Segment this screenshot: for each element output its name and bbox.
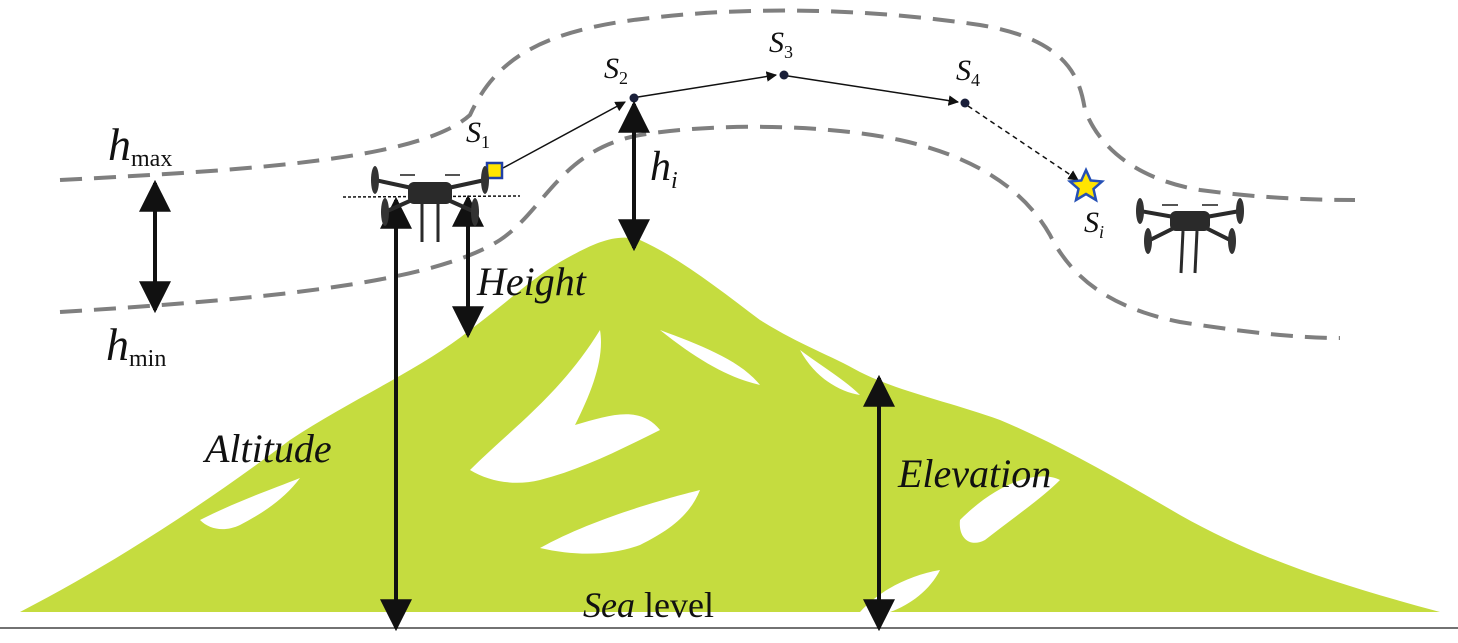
waypoint-s4-dot <box>960 98 970 108</box>
mountain-snow-1 <box>470 330 660 483</box>
path-s3-s4 <box>787 75 960 106</box>
mountain-snow-2 <box>540 490 700 554</box>
square-marker-icon <box>485 161 504 180</box>
drone-icon <box>371 166 489 242</box>
label-height: Height <box>476 259 587 304</box>
mountain-silhouette <box>20 237 1440 612</box>
lower-boundary-dashed <box>59 124 1341 340</box>
path-s2-s3 <box>637 71 778 98</box>
label-h-max: hmax <box>108 119 172 172</box>
label-waypoint-s1: S1 <box>466 116 490 152</box>
label-waypoint-s3: S3 <box>769 26 793 62</box>
label-h-i: hi <box>650 144 678 194</box>
label-waypoint-s4: S4 <box>956 54 980 90</box>
mountain-snow-4 <box>800 350 860 395</box>
mountain-snow-5 <box>200 478 300 530</box>
waypoint-s3-dot <box>779 70 789 80</box>
mountain-shape <box>20 237 1440 612</box>
star-icon <box>1066 166 1106 203</box>
label-waypoint-s2: S2 <box>604 52 628 88</box>
path-s1-s2 <box>502 101 626 169</box>
upper-boundary-dashed <box>59 8 1356 202</box>
label-waypoint-si: Si <box>1084 206 1104 242</box>
label-h-min: hmin <box>106 319 166 372</box>
label-sea-level: Sea level <box>583 585 714 625</box>
label-altitude: Altitude <box>202 426 332 471</box>
waypoint-s2-dot <box>629 93 639 103</box>
drone-reference-line <box>342 195 521 198</box>
path-s4-si <box>967 105 1079 181</box>
drone-icon <box>1136 198 1244 274</box>
label-elevation: Elevation <box>897 451 1051 496</box>
mountain-snow-3 <box>959 476 1060 543</box>
mountain-snow-7 <box>660 330 760 385</box>
